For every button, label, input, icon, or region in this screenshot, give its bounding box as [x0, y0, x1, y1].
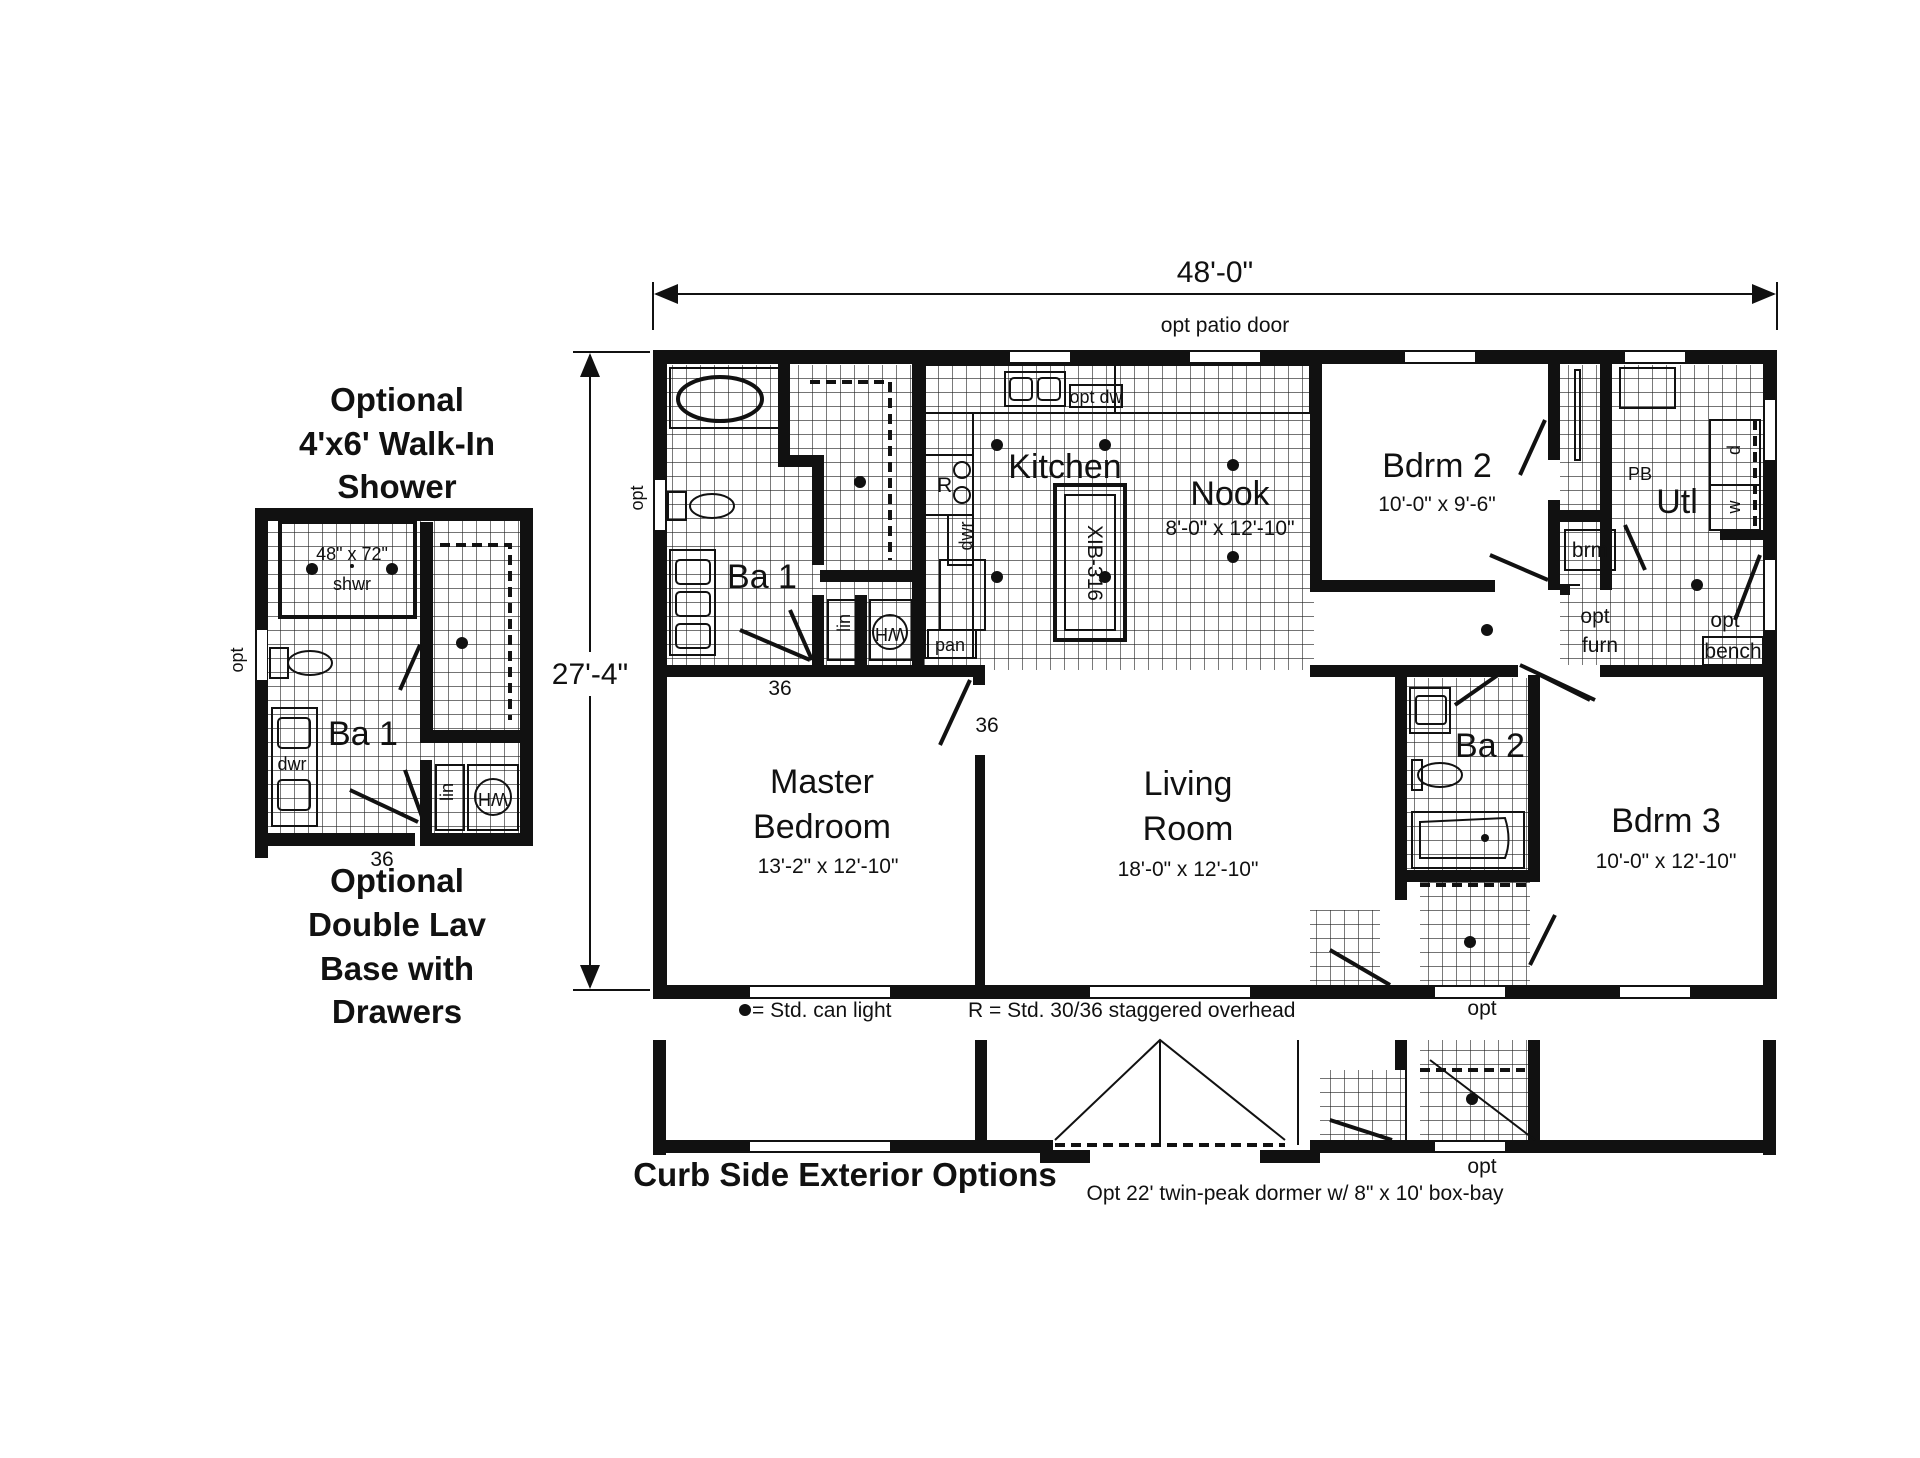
master-label-line2: Bedroom	[753, 808, 891, 846]
interior-walls	[653, 360, 1777, 990]
bench-label: bench	[1704, 640, 1761, 663]
option-title-line1: Optional	[330, 381, 464, 418]
opt-side-label: opt	[627, 485, 647, 510]
washer-label: w	[1724, 500, 1744, 515]
master-size: 13'-2" x 12'-10"	[758, 855, 899, 878]
nook-size: 8'-0" x 12'-10"	[1165, 517, 1294, 540]
caption-line2: Double Lav	[308, 906, 487, 943]
dwr-label: dwr	[956, 521, 976, 550]
door-36-a: 36	[768, 677, 791, 700]
living-size: 18'-0" x 12'-10"	[1118, 858, 1259, 881]
water-heater-label: WH	[875, 624, 905, 644]
bath2-fixtures	[1409, 687, 1525, 948]
dormer-caption: Opt 22' twin-peak dormer w/ 8" x 10' box…	[1087, 1182, 1504, 1205]
legend-overhead: R = Std. 30/36 staggered overhead	[968, 999, 1295, 1022]
exterior-options: opt Curb Side Exterior Options Opt 22' t…	[633, 1038, 1776, 1205]
caption-line3: Base with	[320, 950, 474, 987]
bdrm2-size: 10'-0" x 9'-6"	[1378, 493, 1495, 516]
door-36-b: 36	[975, 714, 998, 737]
island-label: XIB-316	[1083, 525, 1106, 601]
master-label-line1: Master	[770, 763, 874, 801]
dryer-label: d	[1724, 445, 1744, 455]
panel-opt-label: opt	[227, 647, 247, 672]
range-label: R	[937, 474, 952, 497]
utility-label: Utl	[1656, 483, 1698, 521]
living-label-line1: Living	[1144, 765, 1233, 803]
width-dimension: 48'-0"	[652, 256, 1778, 330]
living-label-line2: Room	[1143, 810, 1234, 848]
panel-water-heater-label: WH	[478, 789, 508, 809]
depth-dimension: 27'-4"	[548, 351, 650, 991]
utility-fixtures: d w PB brm bench opt	[1564, 367, 1764, 666]
panel-ba1-label: Ba 1	[328, 715, 398, 753]
option-title-line2: 4'x6' Walk-In	[299, 425, 495, 462]
can-light-icon	[739, 1004, 751, 1016]
exterior-title: Curb Side Exterior Options	[633, 1156, 1057, 1193]
nook-label: Nook	[1190, 475, 1270, 513]
width-label: 48'-0"	[1177, 256, 1253, 289]
opt-bottom-label: opt	[1467, 997, 1496, 1020]
legend: = Std. can light R = Std. 30/36 staggere…	[739, 999, 1295, 1022]
bdrm3-size: 10'-0" x 12'-10"	[1596, 850, 1737, 873]
panel-lin-label: lin	[437, 783, 457, 801]
opt-furn-line2: furn	[1582, 634, 1618, 657]
misc-labels: opt furn opt 36 36 opt	[627, 485, 1618, 1020]
kitchen-label: Kitchen	[1008, 448, 1121, 486]
linen-label: lin	[834, 614, 854, 632]
depth-label: 27'-4"	[552, 658, 628, 691]
broom-closet-label: brm	[1572, 539, 1608, 562]
kitchen-fixtures: opt dw R dwr pan XIB-316	[924, 364, 1311, 659]
entry-can-light	[1481, 624, 1493, 636]
pb-label: PB	[1628, 464, 1652, 484]
ba1-label: Ba 1	[727, 558, 797, 596]
panel-door-36: 36	[370, 848, 393, 871]
option-panel: Optional 4'x6' Walk-In Shower 48" x 72" …	[227, 381, 533, 1030]
caption-line4: Drawers	[332, 993, 462, 1030]
shower-size-label: 48" x 72"	[316, 544, 388, 564]
patio-door-label: opt patio door	[1161, 314, 1289, 337]
bath1-fixtures: lin WH	[667, 367, 913, 661]
bdrm3-label: Bdrm 3	[1611, 802, 1721, 840]
option-title-line3: Shower	[337, 468, 456, 505]
opt-furn-line1: opt	[1580, 605, 1609, 628]
room-labels: Kitchen Nook 8'-0" x 12'-10" Bdrm 2 10'-…	[727, 447, 1736, 881]
legend-can-light: = Std. can light	[752, 999, 892, 1022]
exterior-opt-label: opt	[1467, 1155, 1496, 1178]
panel-dwr-label: dwr	[277, 754, 306, 774]
bdrm2-label: Bdrm 2	[1382, 447, 1492, 485]
opt-dw-label: opt dw	[1069, 387, 1123, 407]
pantry-label: pan	[935, 635, 965, 655]
opt-utility-label: opt	[1710, 609, 1739, 632]
caption-line1: Optional	[330, 862, 464, 899]
shower-label: shwr	[333, 574, 371, 594]
ba2-label: Ba 2	[1455, 727, 1525, 765]
